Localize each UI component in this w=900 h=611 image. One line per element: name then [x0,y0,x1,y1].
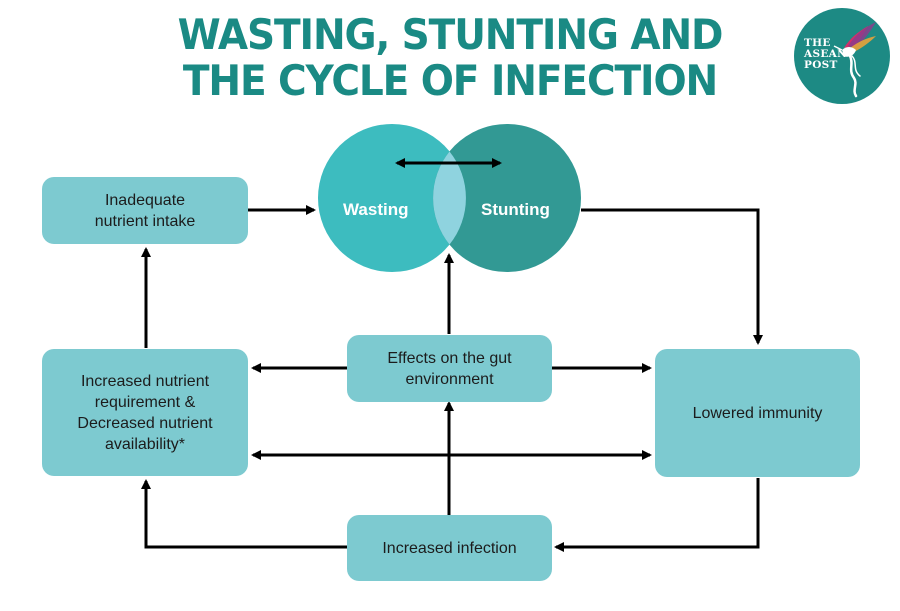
logo-line-2: ASEAN [804,48,847,60]
logo-text: THE ASEAN POST [804,38,860,71]
wasting-label: Wasting [343,200,409,219]
logo-line-3: POST [804,59,838,71]
increased-infection-label: Increased infection [382,539,517,557]
venn-overlap [433,151,466,245]
increased-requirement-label: Increased nutrient requirement & Decreas… [77,372,213,453]
inadequate-nutrient-intake-label: Inadequate nutrient intake [94,191,196,230]
title-line-2: THE CYCLE OF INFECTION [182,56,718,105]
arrow-stunting-to-immunity [581,208,763,345]
page-title: WASTING, STUNTING AND THE CYCLE OF INFEC… [162,12,739,104]
lowered-immunity-box: Lowered immunity [655,349,860,477]
inadequate-nutrient-intake-box: Inadequate nutrient intake [42,177,248,244]
stunting-label: Stunting [481,200,550,219]
title-line-1: WASTING, STUNTING AND [177,10,724,59]
gut-environment-box: Effects on the gut environment [347,335,552,402]
increased-requirement-box: Increased nutrient requirement & Decreas… [42,349,248,476]
arrow-immunity-to-infection [554,478,760,552]
arrow-infection-to-requirement [141,479,347,549]
increased-infection-box: Increased infection [347,515,552,581]
asean-post-logo: THE ASEAN POST [794,8,890,104]
gut-environment-label: Effects on the gut environment [387,349,512,388]
lowered-immunity-label: Lowered immunity [692,404,823,422]
logo-line-1: THE [804,37,831,49]
hummingbird-icon [833,22,876,98]
